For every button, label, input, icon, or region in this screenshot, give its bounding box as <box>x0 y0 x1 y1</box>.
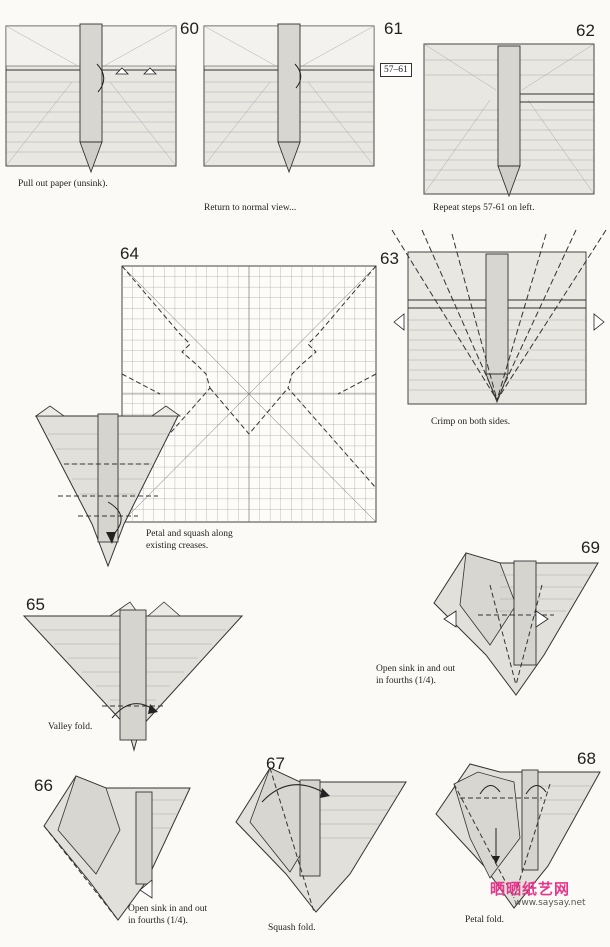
step-61-number: 61 <box>384 20 403 37</box>
step-64-number: 64 <box>120 245 139 262</box>
step-69-number: 69 <box>581 539 600 556</box>
step-60-number: 60 <box>180 20 199 37</box>
step-69-diagram <box>430 545 604 703</box>
step-63-caption: Crimp on both sides. <box>431 417 510 429</box>
step-69-caption-line-1: Open sink in and out <box>376 664 455 676</box>
step-68-caption: Petal fold. <box>465 915 504 927</box>
step-60-caption: Pull out paper (unsink). <box>18 179 108 191</box>
step-66-number: 66 <box>34 777 53 794</box>
step-62-diagram <box>420 40 600 200</box>
step-67-number: 67 <box>266 755 285 772</box>
step-62-caption: Repeat steps 57-61 on left. <box>433 203 535 215</box>
step-61-diagram <box>200 22 378 177</box>
step-60-diagram <box>2 22 180 177</box>
step-63-number: 63 <box>380 250 399 267</box>
step-62-number: 62 <box>576 22 595 39</box>
step-64-caption-line-1: Petal and squash along <box>146 529 233 541</box>
watermark-logo-text: 晒晒纸艺网 <box>490 878 570 899</box>
step-67-caption: Squash fold. <box>268 923 316 935</box>
watermark-url: www.saysay.net <box>514 898 586 908</box>
step-66-caption-line-2: in fourths (1/4). <box>128 916 188 928</box>
step-67-diagram <box>230 762 410 920</box>
step-66-caption-line-1: Open sink in and out <box>128 904 207 916</box>
step-65-caption: Valley fold. <box>48 722 92 734</box>
step-61-caption: Return to normal view... <box>204 203 296 215</box>
step-62-repeat-reference: 57–61 <box>380 63 412 77</box>
step-69-caption-line-2: in fourths (1/4). <box>376 676 436 688</box>
step-65-number: 65 <box>26 596 45 613</box>
step-66-diagram <box>36 770 196 926</box>
step-68-number: 68 <box>577 750 596 767</box>
step-63-diagram <box>392 230 606 412</box>
step-64-caption-line-2: existing creases. <box>146 541 208 553</box>
